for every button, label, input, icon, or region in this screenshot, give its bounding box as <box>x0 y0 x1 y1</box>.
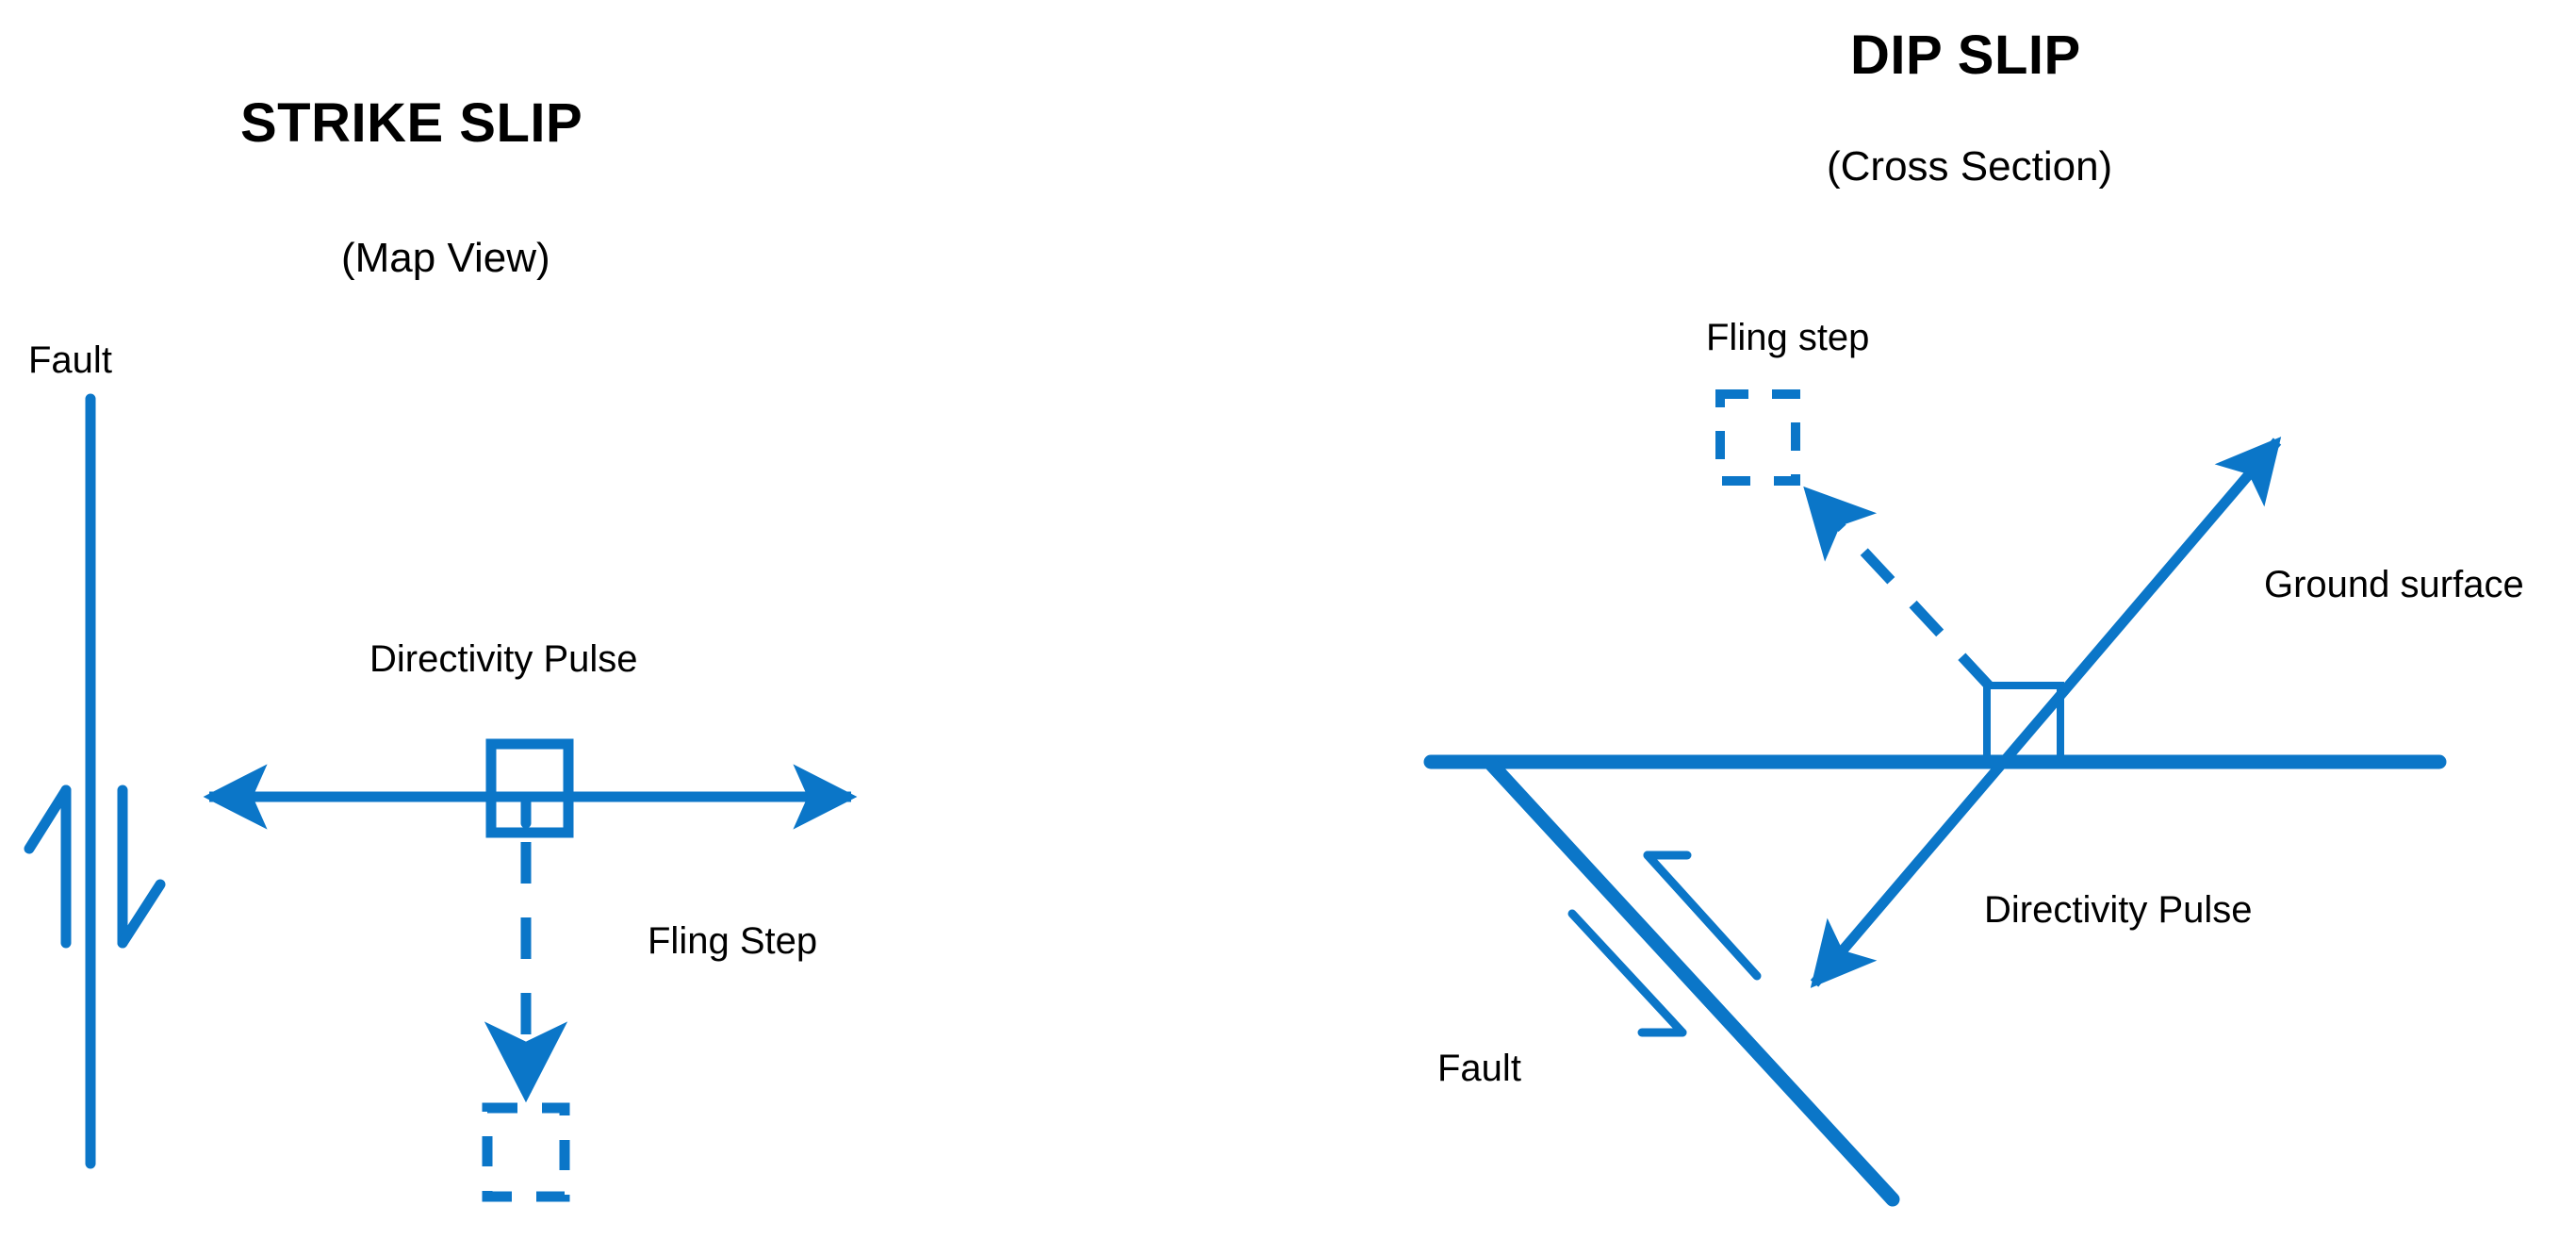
dip-slip-fault-plane <box>1482 754 1900 1207</box>
dip-slip-title: DIP SLIP <box>1850 25 2081 86</box>
dip-slip-ground-surface-label: Ground surface <box>2264 564 2524 605</box>
strike-slip-fling-step-label: Fling Step <box>648 920 818 962</box>
strike-slip-slip-arrow-left <box>24 785 72 949</box>
strike-slip-directivity-pulse-label: Directivity Pulse <box>369 638 638 680</box>
strike-slip-fault-label: Fault <box>28 339 112 381</box>
strike-slip-title: STRIKE SLIP <box>240 92 583 154</box>
dip-slip-directivity-pulse-label: Directivity Pulse <box>1984 889 2253 931</box>
dip-slip-subtitle: (Cross Section) <box>1827 143 2113 190</box>
strike-slip-subtitle: (Map View) <box>341 235 550 281</box>
dip-slip-fling-step-label: Fling step <box>1706 317 1870 358</box>
dip-slip-graphics <box>1423 389 2447 1207</box>
dip-slip-site-box-solid <box>1983 682 2064 767</box>
dip-slip-directivity-arrow <box>1810 437 2282 988</box>
dip-slip-slip-arrow-lower <box>1567 909 1687 1037</box>
dip-slip-fling-arrow <box>1803 486 1994 689</box>
strike-slip-graphics <box>24 393 858 1202</box>
strike-slip-slip-arrow-right <box>117 785 166 949</box>
dip-slip-fault-label: Fault <box>1437 1048 1521 1089</box>
strike-slip-site-box-solid <box>485 738 574 838</box>
dip-slip-slip-arrow-upper <box>1643 851 1762 981</box>
strike-slip-site-box-dashed <box>482 1102 570 1202</box>
dip-slip-site-box-dashed <box>1715 389 1800 486</box>
